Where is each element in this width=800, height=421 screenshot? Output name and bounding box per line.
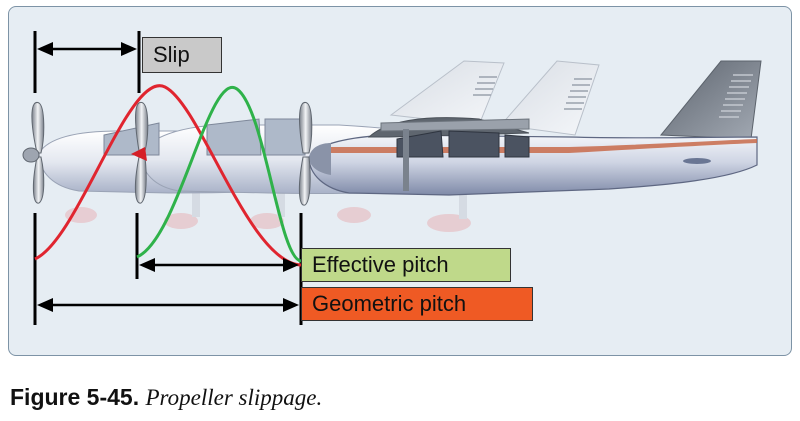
wing-strut bbox=[403, 129, 409, 191]
geometric-pitch-label: Geometric pitch bbox=[301, 287, 533, 321]
figure-title: Propeller slippage. bbox=[145, 385, 323, 410]
diagram-panel: Slip Effective pitch Geometric pitch bbox=[8, 6, 792, 356]
tail-fin-ghost-1 bbox=[389, 60, 505, 126]
figure-caption: Figure 5-45. Propeller slippage. bbox=[10, 384, 322, 411]
figure-number: Figure 5-45. bbox=[10, 384, 140, 410]
tail-fin-main bbox=[659, 60, 762, 140]
propeller-slippage-diagram bbox=[22, 31, 762, 325]
propeller-middle bbox=[131, 101, 149, 204]
effective-pitch-arrow bbox=[139, 258, 299, 272]
geometric-pitch-curve bbox=[34, 84, 302, 267]
propeller-front bbox=[22, 102, 45, 204]
main-windows bbox=[396, 130, 530, 158]
main-tail-vents bbox=[719, 74, 753, 118]
vent-slot bbox=[683, 158, 711, 164]
geometric-pitch-arrow bbox=[37, 298, 299, 312]
effective-pitch-label: Effective pitch bbox=[301, 248, 511, 282]
cowling-main bbox=[309, 143, 331, 175]
slip-label: Slip bbox=[142, 37, 222, 73]
tail-vents bbox=[473, 76, 592, 110]
wing-main bbox=[380, 118, 530, 132]
effective-pitch-curve bbox=[136, 85, 302, 263]
slip-arrow bbox=[37, 42, 137, 56]
ghost-landing-gear bbox=[65, 183, 471, 232]
propeller-rear bbox=[298, 102, 313, 206]
